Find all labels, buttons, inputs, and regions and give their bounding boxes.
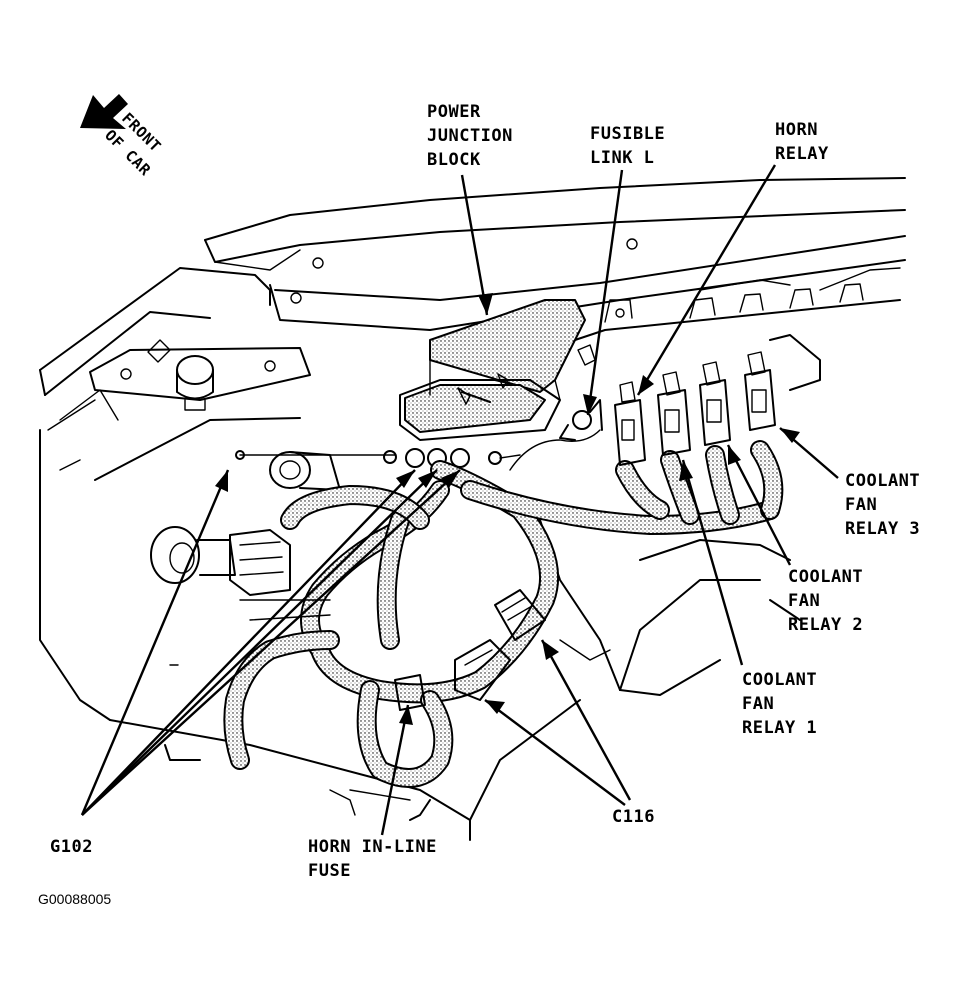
vehicle-body-outline	[39, 177, 906, 841]
coolant-fan-relay-2-label-3: RELAY 2	[788, 615, 863, 635]
coolant-fan-relay-3-body	[744, 351, 776, 431]
wiring-harness	[223, 429, 784, 788]
callout-c116: C116	[612, 807, 655, 827]
callout-horn-relay: HORN RELAY	[775, 120, 829, 164]
horn-inline-fuse-label-2: FUSE	[308, 861, 351, 881]
coolant-fan-relay-3-label-1: COOLANT	[845, 471, 920, 491]
c116-label: C116	[612, 807, 655, 827]
callout-leaders	[80, 164, 839, 836]
callout-coolant-fan-relay-1: COOLANT FAN RELAY 1	[742, 670, 817, 738]
power-junction-block	[399, 299, 586, 441]
horn-inline-fuse-label-1: HORN IN-LINE	[308, 837, 437, 857]
power-junction-block-label-2: JUNCTION	[427, 126, 513, 146]
front-of-car-arrow-icon	[80, 94, 128, 129]
figure-code: G00088005	[38, 891, 111, 907]
callout-arrowheads	[215, 293, 800, 725]
c116-connector-body	[494, 589, 546, 641]
horn-relay-label-1: HORN	[775, 120, 818, 140]
coolant-fan-relay-1-label-3: RELAY 1	[742, 718, 817, 738]
callout-coolant-fan-relay-3: COOLANT FAN RELAY 3	[845, 471, 920, 539]
coolant-fan-relay-2-label-2: FAN	[788, 591, 820, 611]
power-junction-block-label-1: POWER	[427, 102, 481, 122]
coolant-fan-relay-3-label-2: FAN	[845, 495, 877, 515]
coolant-fan-relay-1-label-1: COOLANT	[742, 670, 817, 690]
callout-power-junction-block: POWER JUNCTION BLOCK	[427, 102, 513, 170]
callout-horn-inline-fuse: HORN IN-LINE FUSE	[308, 837, 437, 881]
coolant-fan-relay-1-label-2: FAN	[742, 694, 774, 714]
coolant-fan-relay-2-label-1: COOLANT	[788, 567, 863, 587]
callout-coolant-fan-relay-2: COOLANT FAN RELAY 2	[788, 567, 863, 635]
horn-relay-body	[614, 381, 646, 466]
coolant-fan-relay-2-body	[699, 361, 731, 446]
callout-fusible-link: FUSIBLE LINK L	[590, 124, 665, 168]
horn-fuse-body	[394, 639, 511, 711]
g102-label: G102	[50, 837, 93, 857]
power-junction-block-label-3: BLOCK	[427, 150, 481, 170]
fusible-link-label-1: FUSIBLE	[590, 124, 665, 144]
coolant-fan-relay-3-label-3: RELAY 3	[845, 519, 920, 539]
g102-ground-terminals	[235, 448, 521, 468]
coolant-fan-relay-1-body	[657, 371, 691, 456]
horn-relay-label-2: RELAY	[775, 144, 829, 164]
callout-g102: G102	[50, 837, 93, 857]
fusible-link-label-2: LINK L	[590, 148, 654, 168]
